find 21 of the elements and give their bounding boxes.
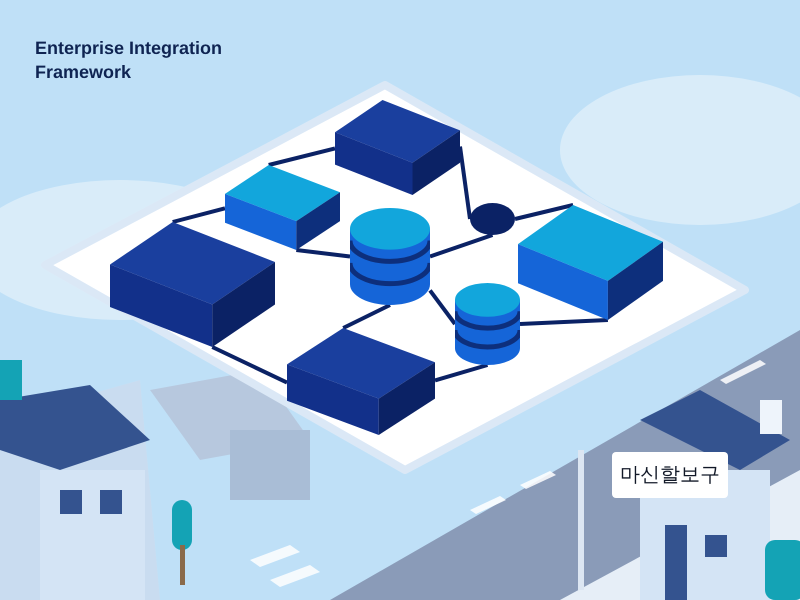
diagram-title: Enterprise Integration Framework [35,37,224,84]
connector-line [172,206,226,224]
block-prism [110,222,275,347]
hub-circle [470,203,515,235]
connector-line [458,146,472,220]
connector-line [342,303,391,330]
database-cylinder [350,208,430,305]
block-prism [335,100,460,195]
connector-line [296,248,350,258]
database-cylinder [455,283,520,365]
shop-sign: 마신할보구 [612,452,728,498]
block-prism [225,165,340,250]
connector-line [520,318,608,326]
connector-line [429,233,494,258]
connector-line [268,146,336,167]
connector-line [434,363,488,382]
connector-line [211,345,288,384]
connector-line [514,203,574,221]
connector-line [428,289,457,326]
block-prism [518,205,663,320]
block-prism [287,328,435,435]
